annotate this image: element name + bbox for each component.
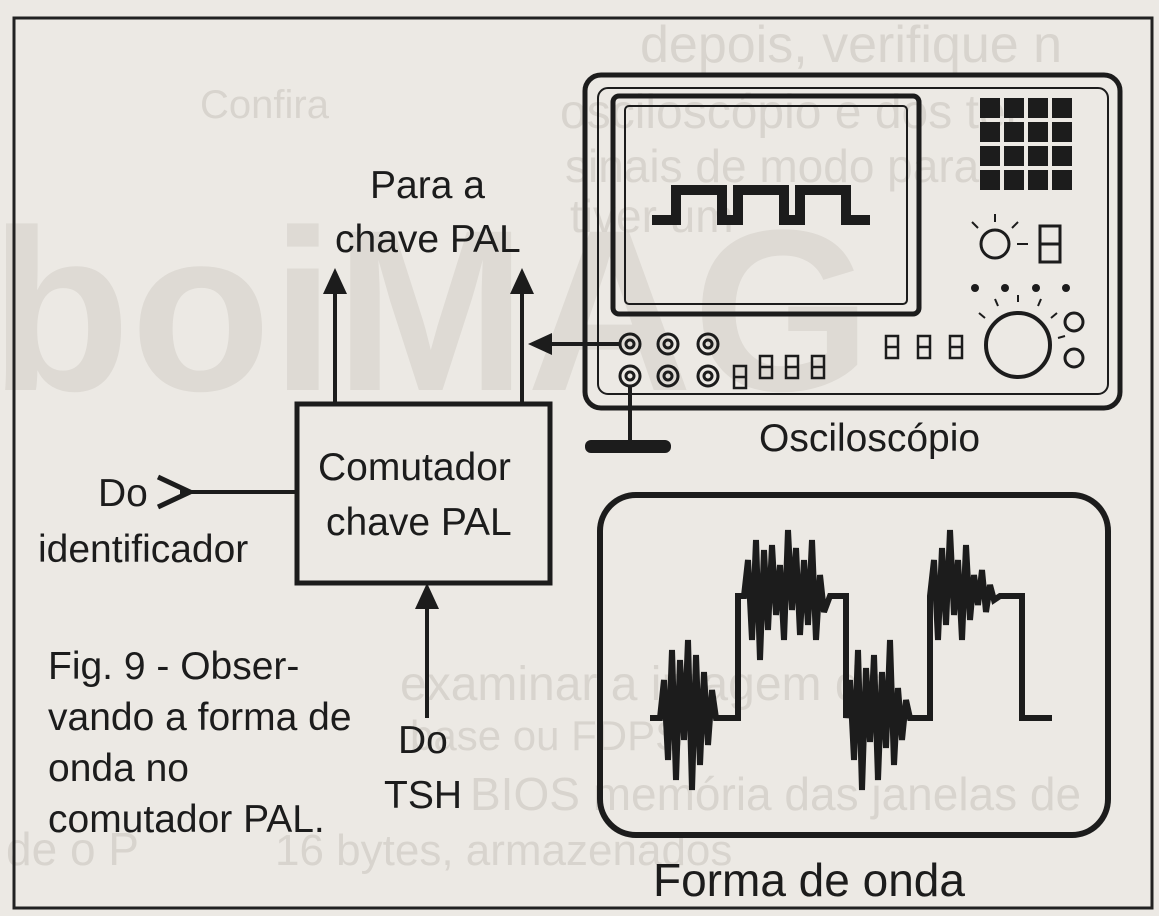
arrow-up-icon xyxy=(323,268,347,294)
timebase-dial-icon xyxy=(984,311,1052,379)
caption-line-3: onda no xyxy=(48,747,189,790)
caption-line-4: comutador PAL. xyxy=(48,798,325,841)
ghost-line-7: base ou FDPS xyxy=(410,712,683,759)
keypad-grid xyxy=(980,98,1072,190)
waveform-label: Forma de onda xyxy=(653,854,965,906)
caption-line-2: vando a forma de xyxy=(48,696,352,739)
arrow-left-icon xyxy=(528,333,552,355)
chevron-right-icon xyxy=(156,474,196,510)
oscilloscope xyxy=(582,72,1123,453)
ghost-line-2: Confira xyxy=(200,83,330,127)
indicator-leds xyxy=(971,284,1070,292)
identifier-label-line2: identificador xyxy=(38,528,248,571)
figure-frame xyxy=(12,16,1154,910)
slide-switches xyxy=(732,334,964,390)
commutator-label-line1: Comutador xyxy=(318,446,511,489)
commutator-label-line2: chave PAL xyxy=(326,501,512,544)
tsh-label-line2: TSH xyxy=(384,774,462,817)
pal-waveform-trace xyxy=(650,529,1052,791)
waveform-panel xyxy=(597,492,1111,838)
signal-connections xyxy=(156,268,620,718)
knob-icon xyxy=(1063,347,1085,369)
oscilloscope-bezel xyxy=(597,87,1109,395)
dial-ticks xyxy=(978,295,1066,339)
identifier-label-line1: Do xyxy=(98,472,148,515)
ghost-line-9: de o P xyxy=(6,823,139,875)
power-knob-icon xyxy=(979,228,1011,260)
commutator-block xyxy=(294,401,553,586)
oscilloscope-label: Osciloscópio xyxy=(759,417,980,460)
switch-output-label-line1: Para a xyxy=(370,164,485,207)
knob-icon xyxy=(1063,311,1085,333)
ghost-line-1: depois, verifique n xyxy=(640,16,1062,74)
ghost-line-6: examinar a imagem da xyxy=(400,658,889,711)
ghost-line-8: BIOS memória das janelas de xyxy=(470,768,1081,820)
switch-output-label-line2: chave PAL xyxy=(335,218,521,261)
tsh-label-line1: Do xyxy=(398,719,448,762)
caption-line-1: Fig. 9 - Obser- xyxy=(48,645,299,688)
ghost-line-4: sinais de modo para xyxy=(565,140,980,192)
arrow-up-icon xyxy=(510,268,534,294)
ground-bar xyxy=(585,440,671,453)
oscilloscope-screen xyxy=(610,93,922,317)
square-wave-trace xyxy=(652,185,870,225)
oscilloscope-body xyxy=(582,72,1123,411)
figure-caption: Fig. 9 - Obser- vando a forma de onda no… xyxy=(48,645,352,841)
arrow-up-icon xyxy=(415,583,439,609)
oscilloscope-screen-inner xyxy=(624,105,908,305)
